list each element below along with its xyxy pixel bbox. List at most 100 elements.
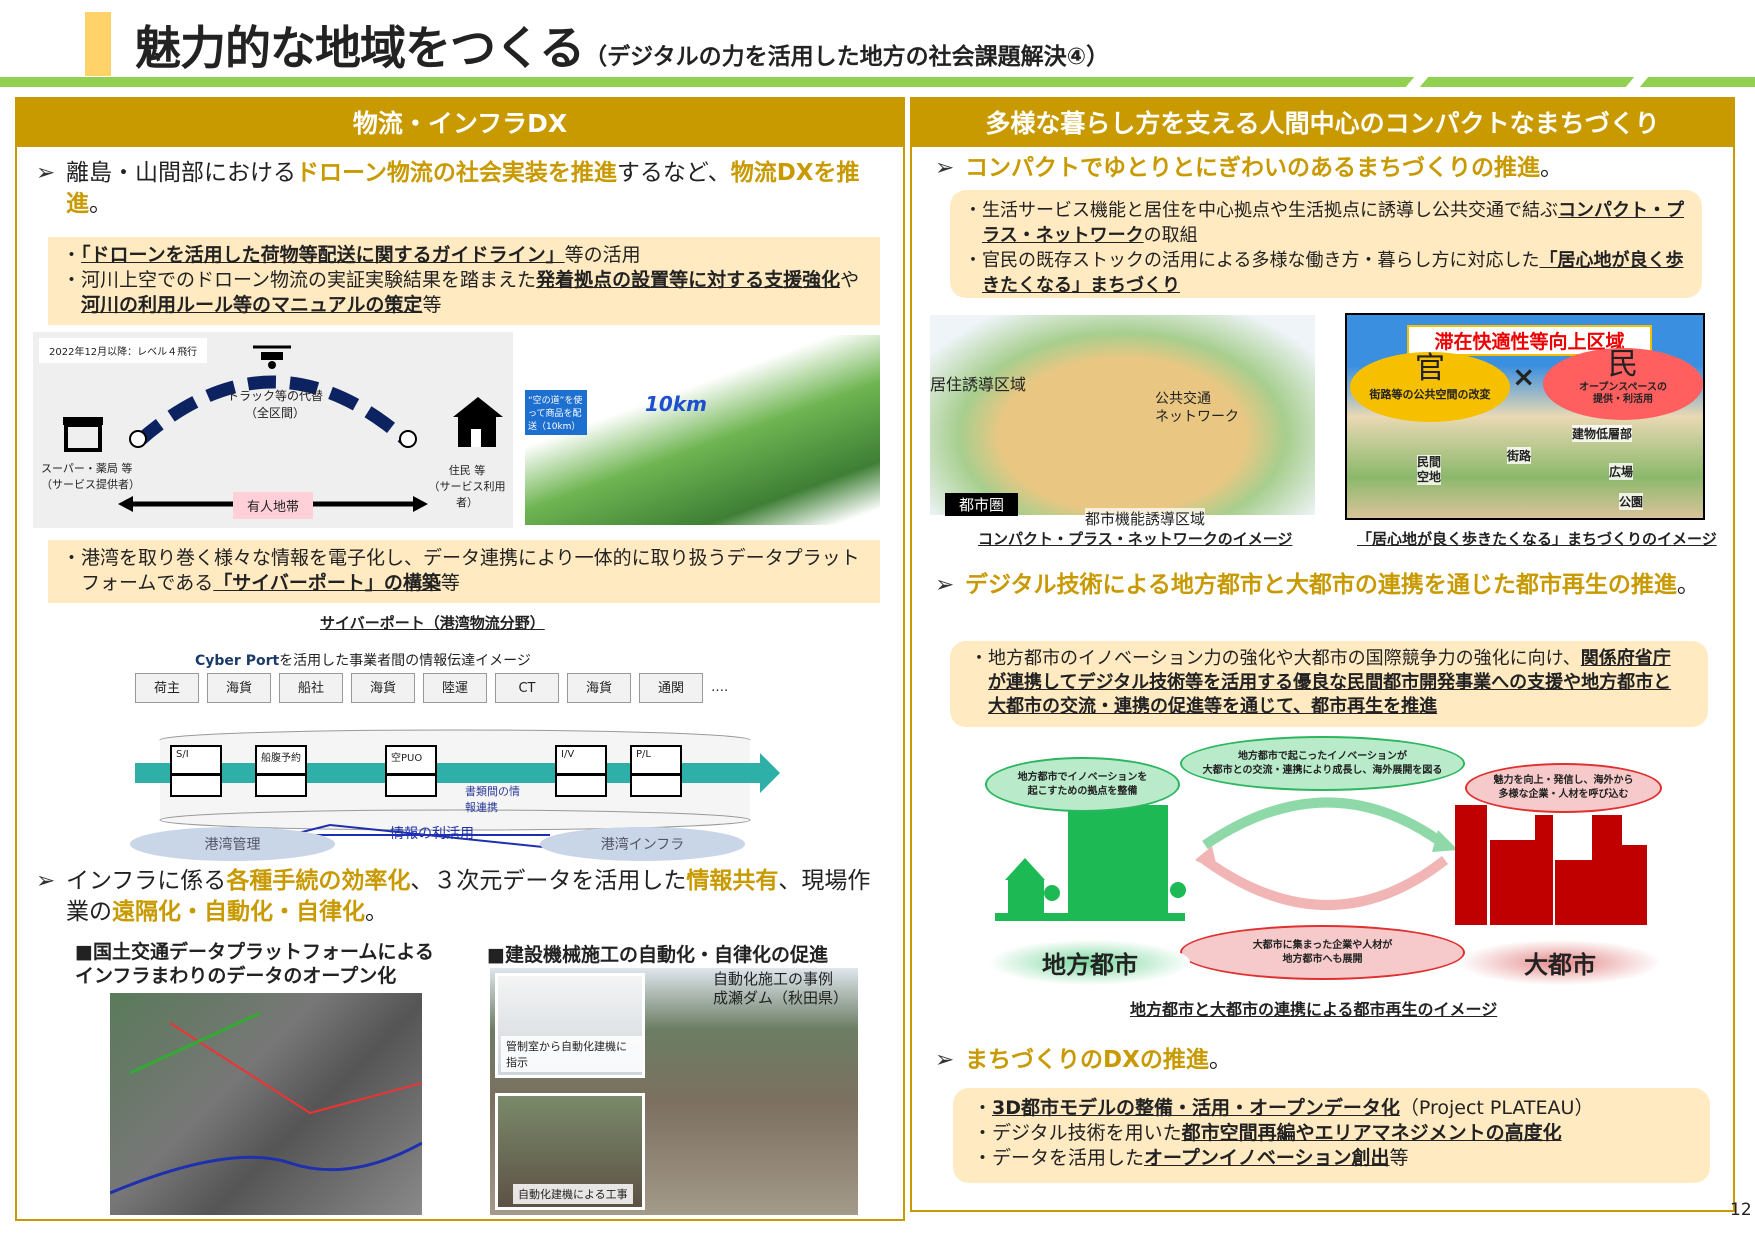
range-label: （全区間） xyxy=(244,406,305,420)
resident-role: （サービス利用者） xyxy=(428,480,506,509)
walkable-street-illustration: 滞在快適性等向上区域 官街路等の公共空間の改変 × 民オープンスペースの 提供・… xyxy=(1345,313,1705,520)
title-divider xyxy=(0,77,1755,87)
manned-zone-label: 有人地帯 xyxy=(233,492,314,519)
metro-city-buildings-icon xyxy=(1455,805,1647,925)
resident-label: 住民 等 xyxy=(448,464,486,477)
body-text: 、３次元データを活用した xyxy=(410,868,687,894)
body-text: 等 xyxy=(1389,1147,1409,1169)
metro-area-label: 都市圏 xyxy=(945,493,1019,516)
body-text: や xyxy=(840,269,860,291)
body-text: インフラに係る xyxy=(66,868,227,894)
data-platform-heading: ■国土交通データプラットフォームによる インフラまわりのデータのオープン化 xyxy=(75,941,434,987)
body-text: ・官民の既存ストックの活用による多様な働き方・暮らし方に対応した xyxy=(964,250,1540,271)
body-text: 。 xyxy=(1676,572,1700,598)
highlight-text: 遠隔化・自動化・自律化 xyxy=(112,899,365,925)
box-line: ・生活サービス機能と居住を中心拠点や生活拠点に誘導し公共交通で結ぶコンパクト・プ… xyxy=(964,198,1688,248)
highlight-text: まちづくりのDXの推進 xyxy=(965,1047,1209,1073)
actor-box: 海貨 xyxy=(207,673,271,703)
title-accent-bar xyxy=(85,12,111,76)
body-text: ・デジタル技術を用いた xyxy=(973,1122,1182,1144)
page-number: 12 xyxy=(1730,1200,1752,1220)
body-text: ・ xyxy=(62,244,82,266)
sky-road-label: “空の道”を使って商品を配送（10km） xyxy=(525,390,587,435)
actor-box: 船社 xyxy=(279,673,343,703)
document-icon: 船腹予約 xyxy=(255,745,307,797)
local-city-building-icon xyxy=(995,792,1186,921)
park-label: 公園 xyxy=(1619,493,1644,510)
right-box-2: ・地方都市のイノベーション力の強化や大都市の国際競争力の強化に向け、関係府省庁が… xyxy=(950,641,1708,727)
body-text: ・港湾を取り巻く様々な情報を電子化し、データ連携により一体的に取り扱うデータプラ… xyxy=(62,547,860,594)
expand-to-local-bubble: 大都市に集まった企業や人材が 地方都市へも展開 xyxy=(1180,925,1465,980)
document-icon: I/V xyxy=(555,745,607,797)
actor-box: 荷主 xyxy=(135,673,199,703)
document-icon: 空PUO xyxy=(385,745,437,797)
construction-automation-heading: ■建設機械施工の自動化・自律化の促進 xyxy=(487,944,828,966)
left-box-1: ・「ドローンを活用した荷物等配送に関するガイドライン」等の活用・河川上空でのドロ… xyxy=(48,237,880,325)
arrow-bullet-icon: ➢ xyxy=(36,160,56,186)
transit-network-label: 公共交通 ネットワーク xyxy=(1155,391,1239,425)
drone-route-svg xyxy=(63,345,503,512)
emphasis-text: 都市空間再編やエリアマネジメントの高度化 xyxy=(1181,1122,1562,1144)
emphasis-text: 3D都市モデルの整備・活用・オープンデータ化 xyxy=(992,1097,1400,1119)
highlight-text: コンパクトでゆとりとにぎわいのあるまちづくりの推進 xyxy=(965,155,1540,181)
house-icon xyxy=(453,397,503,447)
highlight-text: 物流DXを推進 xyxy=(66,160,860,217)
walkable-caption: 「居心地が良く歩きたくなる」まちづくりのイメージ xyxy=(1357,530,1717,548)
emphasis-text: コンパクト・プラス・ネットワーク xyxy=(982,200,1684,246)
naruse-dam-photo: 自動化施工の事例 成瀬ダム（秋田県） 管制室から自動化建機に指示 自動化建機によ… xyxy=(490,968,858,1215)
port-infrastructure: 港湾インフラ xyxy=(540,827,745,861)
store-label: スーパー・薬局 等 xyxy=(41,462,133,475)
left-bullet-1: ➢離島・山間部におけるドローン物流の社会実装を推進するなど、物流DXを推進。 xyxy=(36,158,876,220)
body-text: の取組 xyxy=(1143,225,1198,246)
emphasis-text: オープンイノベーション創出 xyxy=(1144,1147,1390,1169)
drone-diagram: 2022年12月以降：レベル４飛行 トラック等の代替（全区間） スーパー・薬局 … xyxy=(33,332,513,528)
body-text: 等 xyxy=(422,294,442,316)
innovation-hub-bubble: 地方都市でイノベーションを 起こすための拠点を整備 xyxy=(985,757,1180,812)
private-open-space-label: 民間 空地 xyxy=(1417,455,1442,485)
emphasis-text: 「居心地が良く歩きたくなる」まちづくり xyxy=(982,250,1684,296)
box-line: ・「ドローンを活用した荷物等配送に関するガイドライン」等の活用 xyxy=(62,243,866,268)
arrow-bullet-icon: ➢ xyxy=(935,155,955,181)
left-panel: 物流・インフラDX xyxy=(15,97,905,1221)
actor-box: …. xyxy=(711,680,729,695)
public-label: 官 xyxy=(1415,351,1445,386)
drone-port-icon xyxy=(399,430,417,448)
actor-box: 海貨 xyxy=(567,673,631,703)
control-room-photo: 管制室から自動化建機に指示 xyxy=(495,973,645,1078)
document-link-label: 書類間の情報連携 xyxy=(465,785,520,814)
arrow-bullet-icon: ➢ xyxy=(36,868,56,894)
right-bullet-1: ➢コンパクトでゆとりとにぎわいのあるまちづくりの推進。 xyxy=(935,153,1715,184)
title-main: 魅力的な地域をつくる xyxy=(135,21,585,75)
document-icon: P/L xyxy=(630,745,682,797)
stay-comfort-zone-label: 滞在快適性等向上区域 xyxy=(1407,325,1652,356)
page-title: 魅力的な地域をつくる（デジタルの力を活用した地方の社会課題解決④） xyxy=(135,12,1109,78)
cross-icon: × xyxy=(1512,360,1536,393)
street-label: 街路 xyxy=(1507,447,1532,464)
arrow-to-local xyxy=(1202,855,1449,910)
compact-network-caption: コンパクト・プラス・ネットワークのイメージ xyxy=(978,530,1293,548)
arrow-bullet-icon: ➢ xyxy=(935,1047,955,1073)
store-role: （サービス提供者） xyxy=(41,478,140,491)
metro-city-label: 大都市 xyxy=(1460,940,1660,985)
title-sub: （デジタルの力を活用した地方の社会課題解決④） xyxy=(584,44,1110,70)
body-text: ・ xyxy=(973,1097,993,1119)
drone-delivery-illustration: “空の道”を使って商品を配送（10km） 10km xyxy=(525,335,880,525)
arrow-to-metro xyxy=(1202,797,1448,850)
private-sector-ellipse: 民オープンスペースの 提供・利活用 xyxy=(1543,348,1703,420)
box-line: ・河川上空でのドローン物流の実証実験結果を踏まえた発着拠点の設置等に対する支援強… xyxy=(62,268,866,318)
port-management: 港湾管理 xyxy=(130,827,335,861)
body-text: 等 xyxy=(440,572,460,594)
city-collaboration-caption: 地方都市と大都市の連携による都市再生のイメージ xyxy=(1130,1000,1498,1019)
city-collaboration-diagram xyxy=(995,792,1647,925)
public-sector-ellipse: 官街路等の公共空間の改変 xyxy=(1350,352,1510,422)
cyberport-subtitle: Cyber Portを活用した事業者間の情報伝達イメージ xyxy=(195,650,531,670)
building-lower-floors-label: 建物低層部 xyxy=(1572,425,1633,442)
attract-talent-bubble: 魅力を向上・発信し、海外から 多様な企業・人材を呼び込む xyxy=(1465,763,1662,813)
right-panel-header: 多様な暮らし方を支える人間中心のコンパクトなまちづくり xyxy=(912,97,1733,147)
actor-box: 陸運 xyxy=(423,673,487,703)
3d-city-data-map-image xyxy=(110,993,422,1215)
body-text: 、現場作業の xyxy=(66,868,871,925)
body-text: 等の活用 xyxy=(564,244,641,266)
highlight-text: デジタル技術による地方都市と大都市の連携を通じた都市再生の推進 xyxy=(965,572,1677,598)
